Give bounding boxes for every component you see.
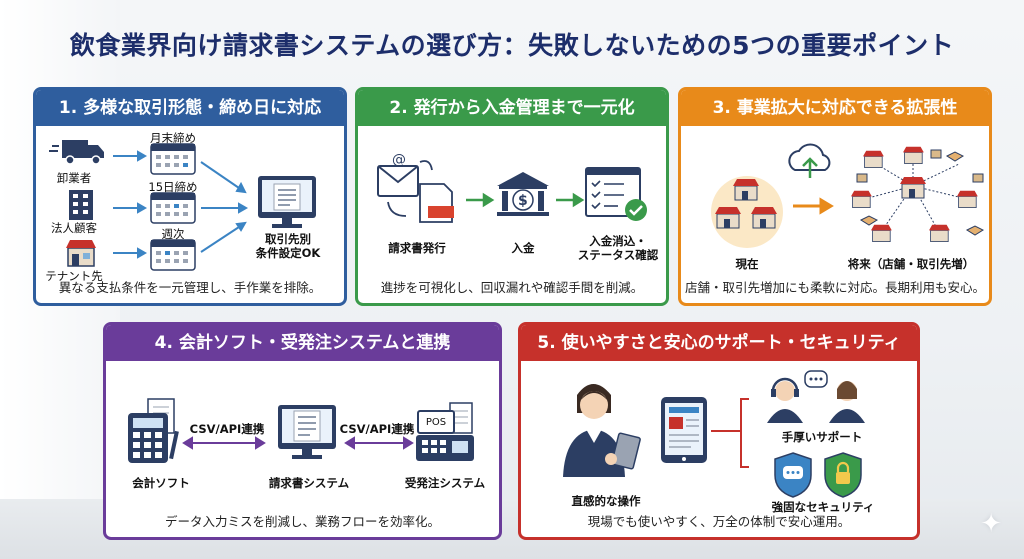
card-3-footer: 店舗・取引先増加にも柔軟に対応。長期利用も安心。: [684, 280, 985, 295]
bracket-connector: [711, 398, 749, 468]
card-3-illustration: [711, 143, 985, 248]
speech-bubble-icon: [804, 370, 828, 388]
flow-arrow: [466, 192, 495, 208]
svg-text:@: @: [392, 152, 406, 168]
source-label: 卸業者: [56, 171, 92, 185]
pos-label: POS: [425, 417, 447, 428]
link-label-right: CSV/API連携: [339, 422, 415, 436]
calendar-label: 週次: [161, 227, 185, 241]
current-circle: [711, 176, 783, 248]
checklist-screen-icon: [585, 167, 647, 221]
pdf-document-icon: [419, 183, 454, 223]
card-4-illustration: [128, 398, 474, 463]
card-2-illustration: @ $: [377, 152, 647, 223]
source-label: 法人顧客: [51, 221, 97, 235]
system-label: 請求書システム: [268, 476, 350, 490]
store-icon: [733, 179, 759, 201]
store-icon: [851, 190, 872, 209]
card-3-heading: 3. 事業拡大に対応できる拡張性: [681, 90, 989, 126]
system-label: 受発注システム: [404, 476, 486, 490]
curved-arrow-icon: [387, 160, 433, 217]
store-icon: [871, 224, 892, 243]
handshake-icon: [859, 151, 985, 236]
card-5-heading: 5. 使いやすさと安心のサポート・セキュリティ: [521, 325, 917, 361]
shield-lock-icon: [824, 452, 862, 498]
shield-chat-icon: [774, 452, 812, 498]
step-label: 入金消込・ ステータス確認: [577, 234, 659, 262]
envelope-icon: @: [377, 152, 419, 197]
tablet-icon: [661, 397, 707, 463]
card-1-footer: 異なる支払条件を一元管理し、手作業を排除。: [58, 280, 322, 295]
point-card-2: 2. 発行から入金管理まで一元化 @ $: [355, 87, 669, 306]
store-icon: [751, 207, 777, 229]
calendar-icon: [150, 143, 196, 175]
building-icon: [69, 190, 93, 220]
truck-icon: [49, 140, 104, 165]
monitor-icon: [278, 405, 336, 459]
flow-arrow: [556, 192, 585, 208]
calendar-label: 15日締め: [148, 180, 198, 194]
card-4-heading: 4. 会計ソフト・受発注システムと連携: [106, 325, 499, 361]
card-2-heading: 2. 発行から入金管理まで一元化: [358, 90, 666, 126]
source-arrows: [113, 150, 148, 259]
support-label: 手厚いサポート: [781, 430, 863, 444]
store-icon: [903, 146, 924, 165]
future-label: 将来（店舗・取引先増）: [847, 257, 975, 271]
point-card-5: 5. 使いやすさと安心のサポート・セキュリティ: [518, 322, 920, 540]
calculator-icon: [128, 398, 179, 463]
growth-arrow: [793, 197, 834, 215]
step-label: 入金: [511, 241, 535, 255]
security-label: 強固なセキュリティ: [771, 500, 875, 514]
customer-icon: [829, 381, 865, 423]
system-label: 会計ソフト: [132, 476, 190, 490]
svg-text:$: $: [518, 193, 528, 209]
card-1-heading: 1. 多様な取引形態・締め日に対応: [36, 90, 344, 126]
step-label: 請求書発行: [388, 241, 446, 255]
link-arrow-right: [344, 436, 414, 450]
store-icon: [900, 177, 926, 199]
card-2-footer: 進捗を可視化し、回収漏れや確認手間を削減。: [380, 280, 644, 295]
box-icon: [856, 149, 984, 183]
cloud-upload-icon: [788, 143, 831, 178]
point-card-3: 3. 事業拡大に対応できる拡張性 現在 将来（店舗・取引先: [678, 87, 992, 306]
calendar-label: 月末締め: [150, 131, 196, 145]
person-with-tablet-icon: [563, 384, 641, 477]
point-card-1: 1. 多様な取引形態・締め日に対応: [33, 87, 347, 306]
pos-register-icon: [416, 402, 474, 461]
sparkle-icon: ✦: [980, 509, 1002, 539]
link-arrow-left: [182, 436, 266, 450]
monitor-icon: [258, 176, 316, 228]
store-icon: [863, 150, 884, 169]
result-label: 取引先別 条件設定OK: [255, 232, 321, 260]
card-1-illustration: [49, 140, 316, 271]
calendar-icon: [150, 239, 196, 271]
store-icon: [957, 190, 978, 209]
pdf-label: PDF: [427, 187, 445, 196]
point-card-4: 4. 会計ソフト・受発注システムと連携: [103, 322, 502, 540]
source-label: テナント先: [45, 269, 103, 283]
headset-agent-icon: [767, 377, 803, 423]
card-4-footer: データ入力ミスを削減し、業務フローを効率化。: [164, 514, 440, 529]
current-label: 現在: [735, 257, 759, 271]
operation-label: 直感的な操作: [571, 494, 641, 508]
store-icon: [715, 207, 741, 229]
link-label-left: CSV/API連携: [189, 422, 265, 436]
store-icon: [929, 224, 950, 243]
store-icon: [66, 240, 96, 267]
card-5-illustration: [563, 370, 865, 498]
bank-icon: $: [497, 172, 549, 216]
merge-arrows: [200, 161, 249, 253]
calendar-icon: [150, 192, 196, 224]
card-5-footer: 現場でも使いやすく、万全の体制で安心運用。: [587, 514, 851, 529]
page-title: 飲食業界向け請求書システムの選び方：失敗しないための5つの重要ポイント: [69, 31, 955, 60]
